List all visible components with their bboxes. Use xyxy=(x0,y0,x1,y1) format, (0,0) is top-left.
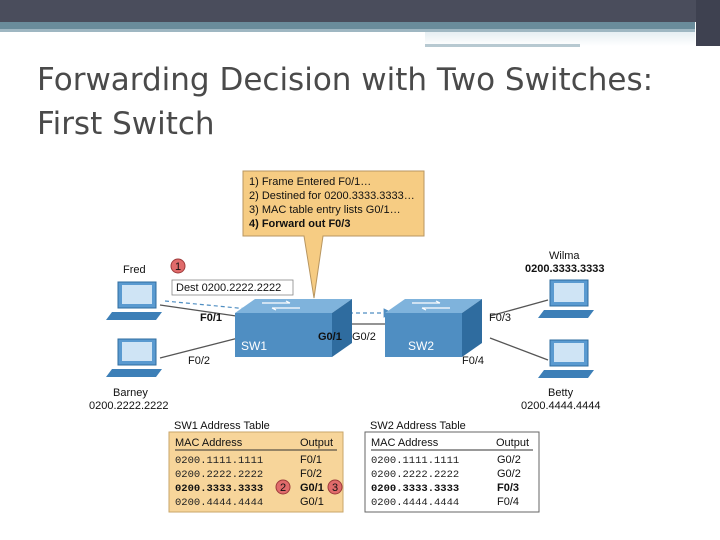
switch-sw1: SW1 xyxy=(235,299,352,357)
port-sw2-f03: F0/3 xyxy=(489,312,511,324)
host-barney-name: Barney xyxy=(113,387,148,399)
sw1-row-2-mac: 0200.2222.2222 xyxy=(175,469,263,481)
step-marker-1 xyxy=(170,258,186,274)
step-marker-2-label: 2 xyxy=(280,482,286,494)
callout-line-2: 2) Destined for 0200.3333.3333… xyxy=(249,190,415,202)
port-sw2-g02: G0/2 xyxy=(352,331,376,343)
link-sw2-betty xyxy=(489,337,549,361)
switch-arrows-icon xyxy=(412,300,450,311)
host-betty-mac: 0200.4444.4444 xyxy=(521,400,601,412)
sw1-label: SW1 xyxy=(241,339,267,353)
callout-line-4: 4) Forward out F0/3 xyxy=(249,218,350,230)
host-barney-mac: 0200.2222.2222 xyxy=(89,400,169,412)
sw2-row-1-mac: 0200.1111.1111 xyxy=(371,455,459,467)
port-sw1-f02: F0/2 xyxy=(188,355,210,367)
callout-line-3: 3) MAC table entry lists G0/1… xyxy=(249,204,401,216)
pc-wilma-icon xyxy=(538,279,594,318)
frame-box: Dest 0200.2222.2222 xyxy=(171,279,294,296)
sw2-header-mac: MAC Address xyxy=(371,437,439,449)
links xyxy=(159,299,549,361)
port-sw1-f01: F0/1 xyxy=(200,312,222,324)
sw2-row-3-mac: 0200.3333.3333 xyxy=(371,483,459,495)
sw2-row-2-out: G0/2 xyxy=(497,468,521,480)
link-sw2-wilma xyxy=(489,299,549,317)
sw1-row-1-out: F0/1 xyxy=(300,454,322,466)
sw2-row-1-out: G0/2 xyxy=(497,454,521,466)
host-fred-name: Fred xyxy=(123,264,146,276)
sw1-row-4-out: G0/1 xyxy=(300,496,324,508)
sw1-row-1-mac: 0200.1111.1111 xyxy=(175,455,263,467)
accent-stripe-light xyxy=(0,29,695,32)
accent-stripe xyxy=(0,22,695,29)
host-betty-name: Betty xyxy=(548,387,574,399)
pc-betty-icon xyxy=(538,339,594,378)
step-marker-2 xyxy=(275,479,291,495)
host-wilma-name: Wilma xyxy=(549,250,580,262)
port-sw2-f04: F0/4 xyxy=(462,355,484,367)
top-bar xyxy=(0,0,720,46)
callout-box: 1) Frame Entered F0/1… 2) Destined for 0… xyxy=(242,170,425,299)
step-marker-3-label: 3 xyxy=(332,482,338,494)
sw2-row-4-out: F0/4 xyxy=(497,496,519,508)
slide-title: Forwarding Decision with Two Switches: F… xyxy=(37,62,654,142)
callout-line-1: 1) Frame Entered F0/1… xyxy=(249,176,371,188)
switch-sw2: SW2 xyxy=(385,299,482,357)
sw1-row-2-out: F0/2 xyxy=(300,468,322,480)
frame-dest: Dest 0200.2222.2222 xyxy=(176,282,281,294)
step-marker-1-label: 1 xyxy=(175,261,181,273)
sw2-label: SW2 xyxy=(408,339,434,353)
sw1-row-3-mac: 0200.3333.3333 xyxy=(175,483,263,495)
pc-fred-icon xyxy=(106,281,162,320)
top-bar-corner xyxy=(696,0,720,46)
sw1-header-output: Output xyxy=(300,437,333,449)
accent-line xyxy=(425,44,580,47)
sw2-row-3-out: F0/3 xyxy=(497,482,519,494)
sw2-table-caption: SW2 Address Table xyxy=(370,420,466,432)
sw2-address-table: MAC Address Output 0200.1111.1111 G0/2 0… xyxy=(364,431,540,513)
step-marker-3 xyxy=(327,479,343,495)
sw1-row-3-out: G0/1 xyxy=(300,482,324,494)
sw2-header-output: Output xyxy=(496,437,529,449)
switch-arrows-icon xyxy=(262,300,300,311)
accent-fade xyxy=(425,32,695,46)
sw1-address-table: MAC Address Output 0200.1111.1111 F0/1 0… xyxy=(168,431,344,513)
port-sw1-g01: G0/1 xyxy=(318,331,342,343)
sw1-row-4-mac: 0200.4444.4444 xyxy=(175,497,263,509)
sw1-header-mac: MAC Address xyxy=(175,437,243,449)
pc-barney-icon xyxy=(106,338,162,377)
sw1-table-caption: SW1 Address Table xyxy=(174,420,270,432)
sw2-row-4-mac: 0200.4444.4444 xyxy=(371,497,459,509)
host-wilma-mac: 0200.3333.3333 xyxy=(525,263,605,275)
sw2-row-2-mac: 0200.2222.2222 xyxy=(371,469,459,481)
